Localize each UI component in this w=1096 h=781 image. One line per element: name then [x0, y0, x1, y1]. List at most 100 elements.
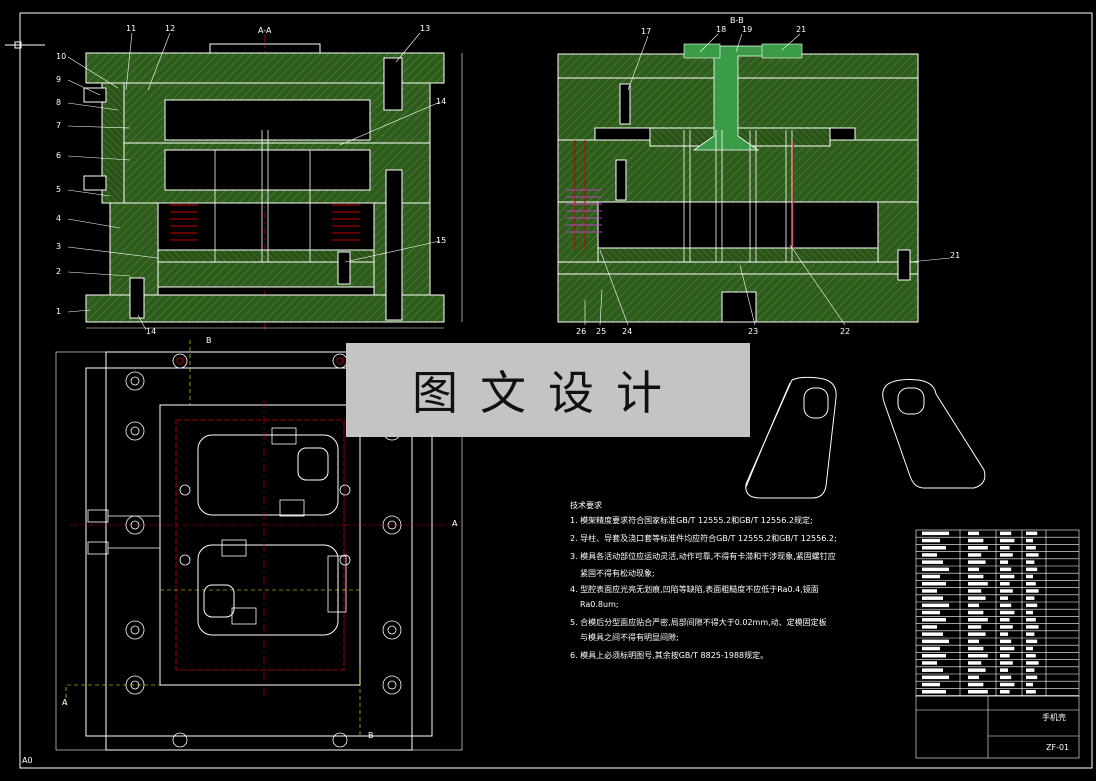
top-callouts: 11 12 13 14 15 14: [125, 24, 446, 336]
bom-cell-text: [922, 596, 943, 600]
bom-cell-text: [922, 646, 940, 651]
section-view-bb: B-B: [557, 16, 919, 323]
bom-cell-text: [1026, 668, 1035, 672]
callout-25: 25: [596, 327, 606, 336]
bom-cell-text: [922, 610, 940, 615]
bom-cell-text: [1000, 610, 1015, 615]
callout-23: 23: [748, 327, 758, 336]
bom-cell-text: [1026, 625, 1039, 629]
bom-cell-text: [922, 603, 949, 608]
bom-cell-text: [968, 675, 979, 680]
bom-cell-text: [1000, 668, 1008, 672]
section-label-aa: A-A: [258, 26, 272, 35]
bom-cell-text: [968, 654, 988, 658]
title-block-part-name: 手机壳: [1042, 712, 1066, 722]
bom-cell-text: [1000, 654, 1010, 658]
sheet-frame: [19, 12, 1093, 769]
bom-cell-text: [922, 567, 949, 572]
callout-9: 9: [56, 75, 61, 84]
bom-cell-text: [922, 560, 943, 564]
notes-heading: 技术要求: [570, 500, 602, 510]
bom-cell-text: [1000, 646, 1015, 651]
bom-cell-text: [1026, 546, 1036, 550]
bom-cell-text: [922, 538, 940, 543]
bom-cell-text: [968, 546, 988, 550]
bom-cell-text: [1000, 596, 1008, 600]
bom-cell-text: [1026, 646, 1033, 651]
bom-cell-text: [1000, 546, 1010, 550]
bom-cell-text: [922, 668, 943, 672]
bom-cell-text: [1000, 639, 1012, 644]
bom-cell-text: [922, 574, 940, 579]
bom-cell-text: [1000, 567, 1012, 572]
bom-cell-text: [922, 661, 937, 665]
callout-21-top: 21: [796, 25, 806, 34]
callout-7: 7: [56, 121, 61, 130]
callout-24: 24: [622, 327, 632, 336]
bom-cell-text: [1000, 560, 1008, 564]
callout-19: 19: [742, 25, 752, 34]
bom-cell-text: [1026, 639, 1038, 644]
bom-cell-text: [1000, 690, 1010, 694]
bom-cell-text: [1000, 675, 1012, 680]
bom-cell-text: [968, 618, 988, 622]
bom-cell-text: [1026, 582, 1036, 586]
bom-cell-text: [1026, 574, 1033, 579]
callout-5: 5: [56, 185, 61, 194]
product-views: [745, 376, 986, 499]
bom-cell-text: [1026, 618, 1036, 622]
bom-cell-text: [922, 531, 949, 536]
bom-cell-text: [922, 582, 946, 586]
bom-cell-text: [968, 538, 984, 543]
callout-4: 4: [56, 214, 61, 223]
bill-of-materials: [915, 529, 1080, 759]
bom-cell-text: [1000, 538, 1015, 543]
callout-26: 26: [576, 327, 586, 336]
bom-cell-text: [968, 596, 986, 600]
bom-cell-text: [968, 646, 984, 651]
bom-cell-text: [1026, 675, 1038, 680]
bom-cell-text: [968, 574, 984, 579]
callout-18: 18: [716, 25, 726, 34]
section-label-bb: B-B: [730, 16, 744, 25]
section-view-aa: A-A: [83, 26, 463, 330]
note-line-9: 6. 模具上必须标明图号,其余按GB/T 8825-1988规定。: [570, 650, 768, 660]
bom-cell-text: [1000, 625, 1013, 629]
bom-cell-text: [968, 661, 982, 665]
bom-cell-text: [1000, 603, 1012, 608]
bom-cell-text: [922, 690, 946, 694]
title-block-drawing-no: ZF-01: [1046, 743, 1069, 752]
bom-fill: [922, 531, 1039, 694]
bom-cell-text: [968, 639, 979, 644]
right-callouts: 17 18 19 21 21 26 25 24 23 22: [576, 25, 960, 336]
bom-cell-text: [922, 639, 949, 644]
note-line-1: 1. 模架精度要求符合国家标准GB/T 12555.2和GB/T 12556.2…: [570, 515, 813, 525]
bom-cell-text: [968, 560, 986, 564]
view-mark-a-right: A: [452, 519, 458, 528]
bom-cell-text: [1026, 589, 1039, 593]
bom-cell-text: [922, 675, 949, 680]
callout-22: 22: [840, 327, 850, 336]
bom-cell-text: [922, 589, 937, 593]
callout-13: 13: [420, 24, 430, 33]
bom-cell-text: [968, 610, 984, 615]
note-line-7: 5. 合模后分型面应贴合严密,局部间隙不得大于0.02mm,动、定模固定板: [570, 617, 827, 627]
bom-cell-text: [968, 567, 979, 572]
technical-notes: 技术要求 1. 模架精度要求符合国家标准GB/T 12555.2和GB/T 12…: [570, 500, 837, 660]
bom-cell-text: [922, 654, 946, 658]
callout-2: 2: [56, 267, 61, 276]
bom-cell-text: [1026, 682, 1033, 687]
bom-cell-text: [922, 546, 946, 550]
bom-cell-text: [1000, 574, 1015, 579]
note-line-6: Ra0.8um;: [580, 600, 619, 609]
callout-11: 11: [126, 24, 136, 33]
callout-10: 10: [56, 52, 66, 61]
plan-view: B B A A: [55, 336, 463, 751]
bom-cell-text: [968, 682, 984, 687]
left-callouts: 10 9 8 7 6 5 4 3 2 1: [56, 52, 159, 316]
note-line-4: 紧固不得有松动现象;: [580, 568, 655, 578]
bom-cell-text: [1026, 596, 1035, 600]
bom-cell-text: [1026, 567, 1038, 572]
bom-cell-text: [1026, 603, 1038, 608]
